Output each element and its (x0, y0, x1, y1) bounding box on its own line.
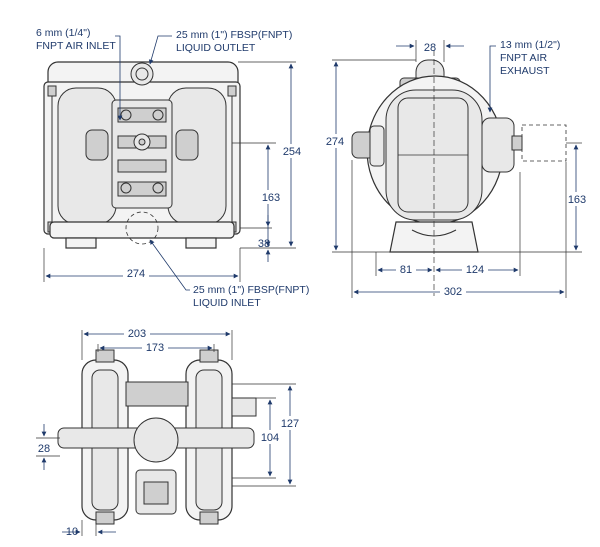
bottom-inner-height-dimension: 104 (261, 432, 279, 444)
bottom-left-height-dimension: 28 (38, 443, 50, 455)
side-total-depth-dimension: 302 (444, 286, 462, 298)
bottom-offset-dimension: 10 (66, 526, 78, 538)
side-height-dimension: 274 (326, 136, 344, 148)
front-center-height-dimension: 163 (262, 192, 280, 204)
bottom-outer-width-dimension: 203 (128, 328, 146, 340)
air-inlet-size: 6 mm (1/4") (36, 27, 90, 39)
liquid-inlet-size: 25 mm (1") FBSP(FNPT) (193, 284, 309, 296)
liquid-outlet-size: 25 mm (1") FBSP(FNPT) (176, 29, 292, 41)
air-exhaust-size: 13 mm (1/2") (500, 39, 560, 51)
side-view: 28 274 13 mm (1/2") FNPT AIR EXHAUST 163… (324, 39, 590, 298)
air-inlet-caption: FNPT AIR INLET (36, 40, 116, 52)
air-exhaust-caption-2: EXHAUST (500, 65, 550, 77)
side-exhaust-height-dimension: 163 (568, 194, 586, 206)
side-left-offset-dimension: 81 (400, 264, 412, 276)
front-width-dimension: 274 (127, 268, 145, 280)
air-exhaust-caption: FNPT AIR (500, 52, 547, 64)
front-inlet-height-dimension: 38 (258, 238, 270, 250)
bottom-inner-width-dimension: 173 (146, 342, 164, 354)
side-top-width-dimension: 28 (424, 42, 436, 54)
liquid-outlet-caption: LIQUID OUTLET (176, 42, 256, 54)
liquid-inlet-caption: LIQUID INLET (193, 297, 261, 309)
bottom-outer-height-dimension: 127 (281, 418, 299, 430)
front-view: 6 mm (1/4") FNPT AIR INLET 25 mm (1") FB… (36, 27, 309, 309)
side-right-offset-dimension: 124 (466, 264, 484, 276)
front-total-height-dimension: 254 (283, 146, 301, 158)
bottom-view: 203 173 28 104 127 10 (36, 326, 304, 538)
